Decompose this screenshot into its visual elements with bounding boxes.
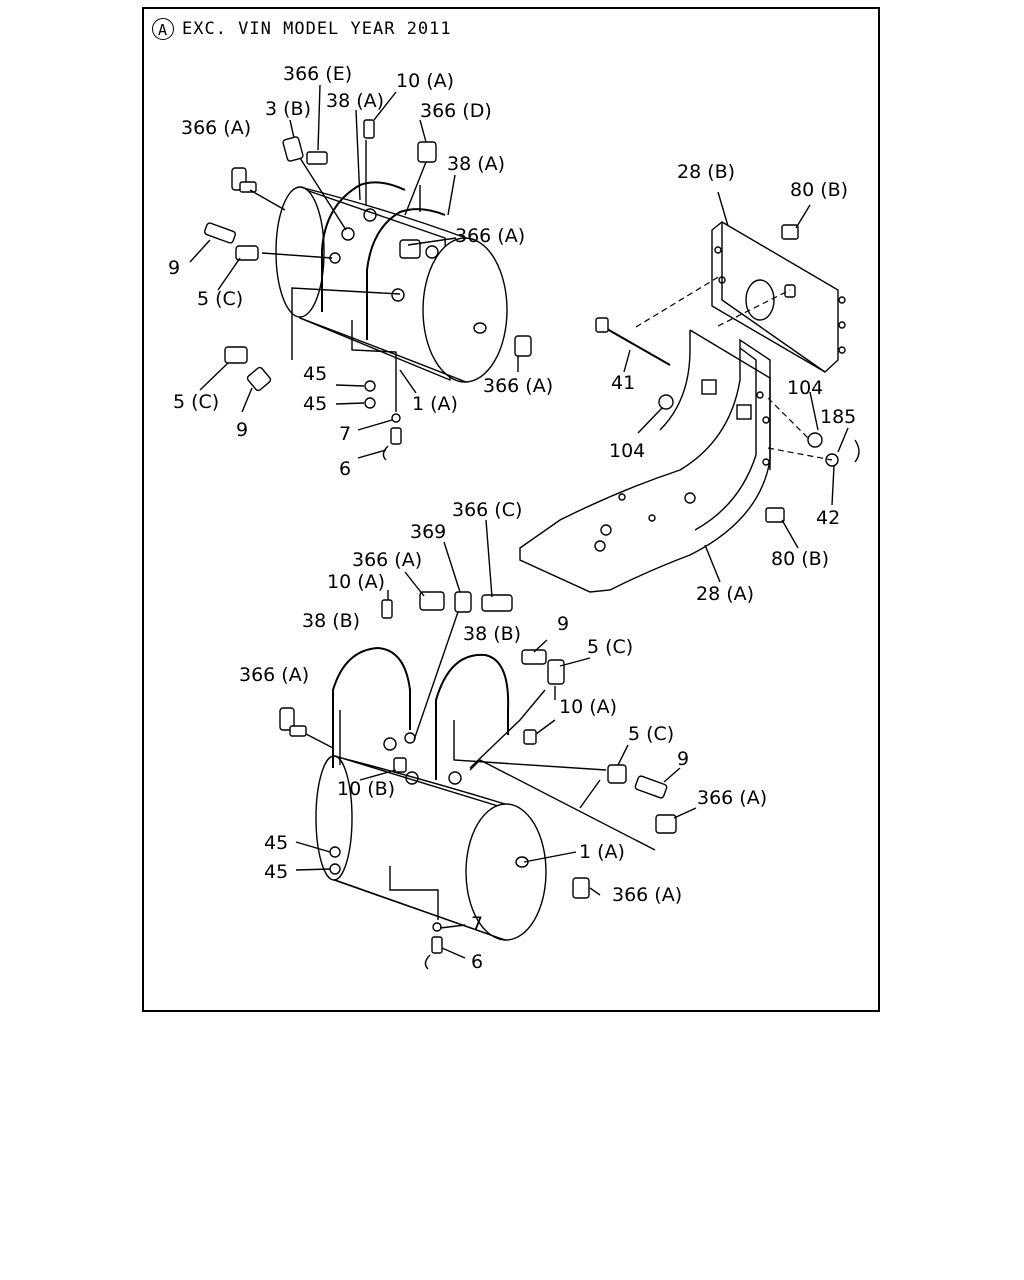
callout: 38 (B) <box>463 623 521 645</box>
diagram-header: A EXC. VIN MODEL YEAR 2011 <box>152 18 452 40</box>
callout: 45 <box>303 393 327 415</box>
upper-tank-straps <box>321 140 446 340</box>
bracket-28a <box>519 329 771 593</box>
lower-tank-straps <box>332 646 510 780</box>
callout: 38 (A) <box>447 153 505 175</box>
callout: 369 <box>410 521 446 543</box>
callout: 1 (A) <box>412 393 458 415</box>
callout: 104 <box>609 440 645 462</box>
callout: 5 (C) <box>173 391 219 413</box>
upper-air-tank <box>275 186 508 383</box>
variant-circle-icon: A <box>152 18 174 40</box>
callout: 42 <box>816 507 840 529</box>
callout-labels: 366 (E) 10 (A) 3 (B) 38 (A) 366 (D) 366 … <box>168 63 856 973</box>
callout: 366 (A) <box>612 884 682 906</box>
lower-fittings <box>279 591 677 970</box>
callout: 9 <box>557 613 569 635</box>
callout: 104 <box>787 377 823 399</box>
callout: 9 <box>168 257 180 279</box>
callout: 45 <box>303 363 327 385</box>
upper-fittings <box>203 119 532 461</box>
callout: 7 <box>339 423 351 445</box>
callout: 38 (B) <box>302 610 360 632</box>
callout: 6 <box>339 458 351 480</box>
callout: 10 (A) <box>327 571 385 593</box>
callout: 9 <box>236 419 248 441</box>
callout: 7 <box>471 913 483 935</box>
callout: 366 (A) <box>352 549 422 571</box>
bracket-hardware <box>595 191 860 583</box>
callout: 80 (B) <box>771 548 829 570</box>
lower-air-tank <box>315 732 547 942</box>
callout: 5 (C) <box>587 636 633 658</box>
callout: 3 (B) <box>265 98 311 120</box>
callout: 366 (A) <box>697 787 767 809</box>
callout: 366 (C) <box>452 499 522 521</box>
upper-leader-lines <box>189 84 519 459</box>
callout: 45 <box>264 861 288 883</box>
callout: 5 (C) <box>628 723 674 745</box>
callout: 38 (A) <box>326 90 384 112</box>
callout: 9 <box>677 748 689 770</box>
callout: 10 (A) <box>559 696 617 718</box>
callout: 185 <box>820 406 856 428</box>
callout: 28 (A) <box>696 583 754 605</box>
callout: 366 (A) <box>483 375 553 397</box>
callout: 10 (A) <box>396 70 454 92</box>
callout: 6 <box>471 951 483 973</box>
callout: 366 (A) <box>455 225 525 247</box>
callout: 1 (A) <box>579 841 625 863</box>
diagram-frame <box>142 7 880 1012</box>
callout: 5 (C) <box>197 288 243 310</box>
callout: 366 (A) <box>239 664 309 686</box>
callout: 10 (B) <box>337 778 395 800</box>
lower-leader-lines <box>295 519 697 959</box>
bracket-28b <box>711 221 846 373</box>
callout: 45 <box>264 832 288 854</box>
callout: 80 (B) <box>790 179 848 201</box>
callout: 28 (B) <box>677 161 735 183</box>
callout: 366 (D) <box>420 100 492 122</box>
callout: 41 <box>611 372 635 394</box>
callout: 366 (E) <box>283 63 352 85</box>
diagram-title: EXC. VIN MODEL YEAR 2011 <box>182 19 452 39</box>
callout: 366 (A) <box>181 117 251 139</box>
